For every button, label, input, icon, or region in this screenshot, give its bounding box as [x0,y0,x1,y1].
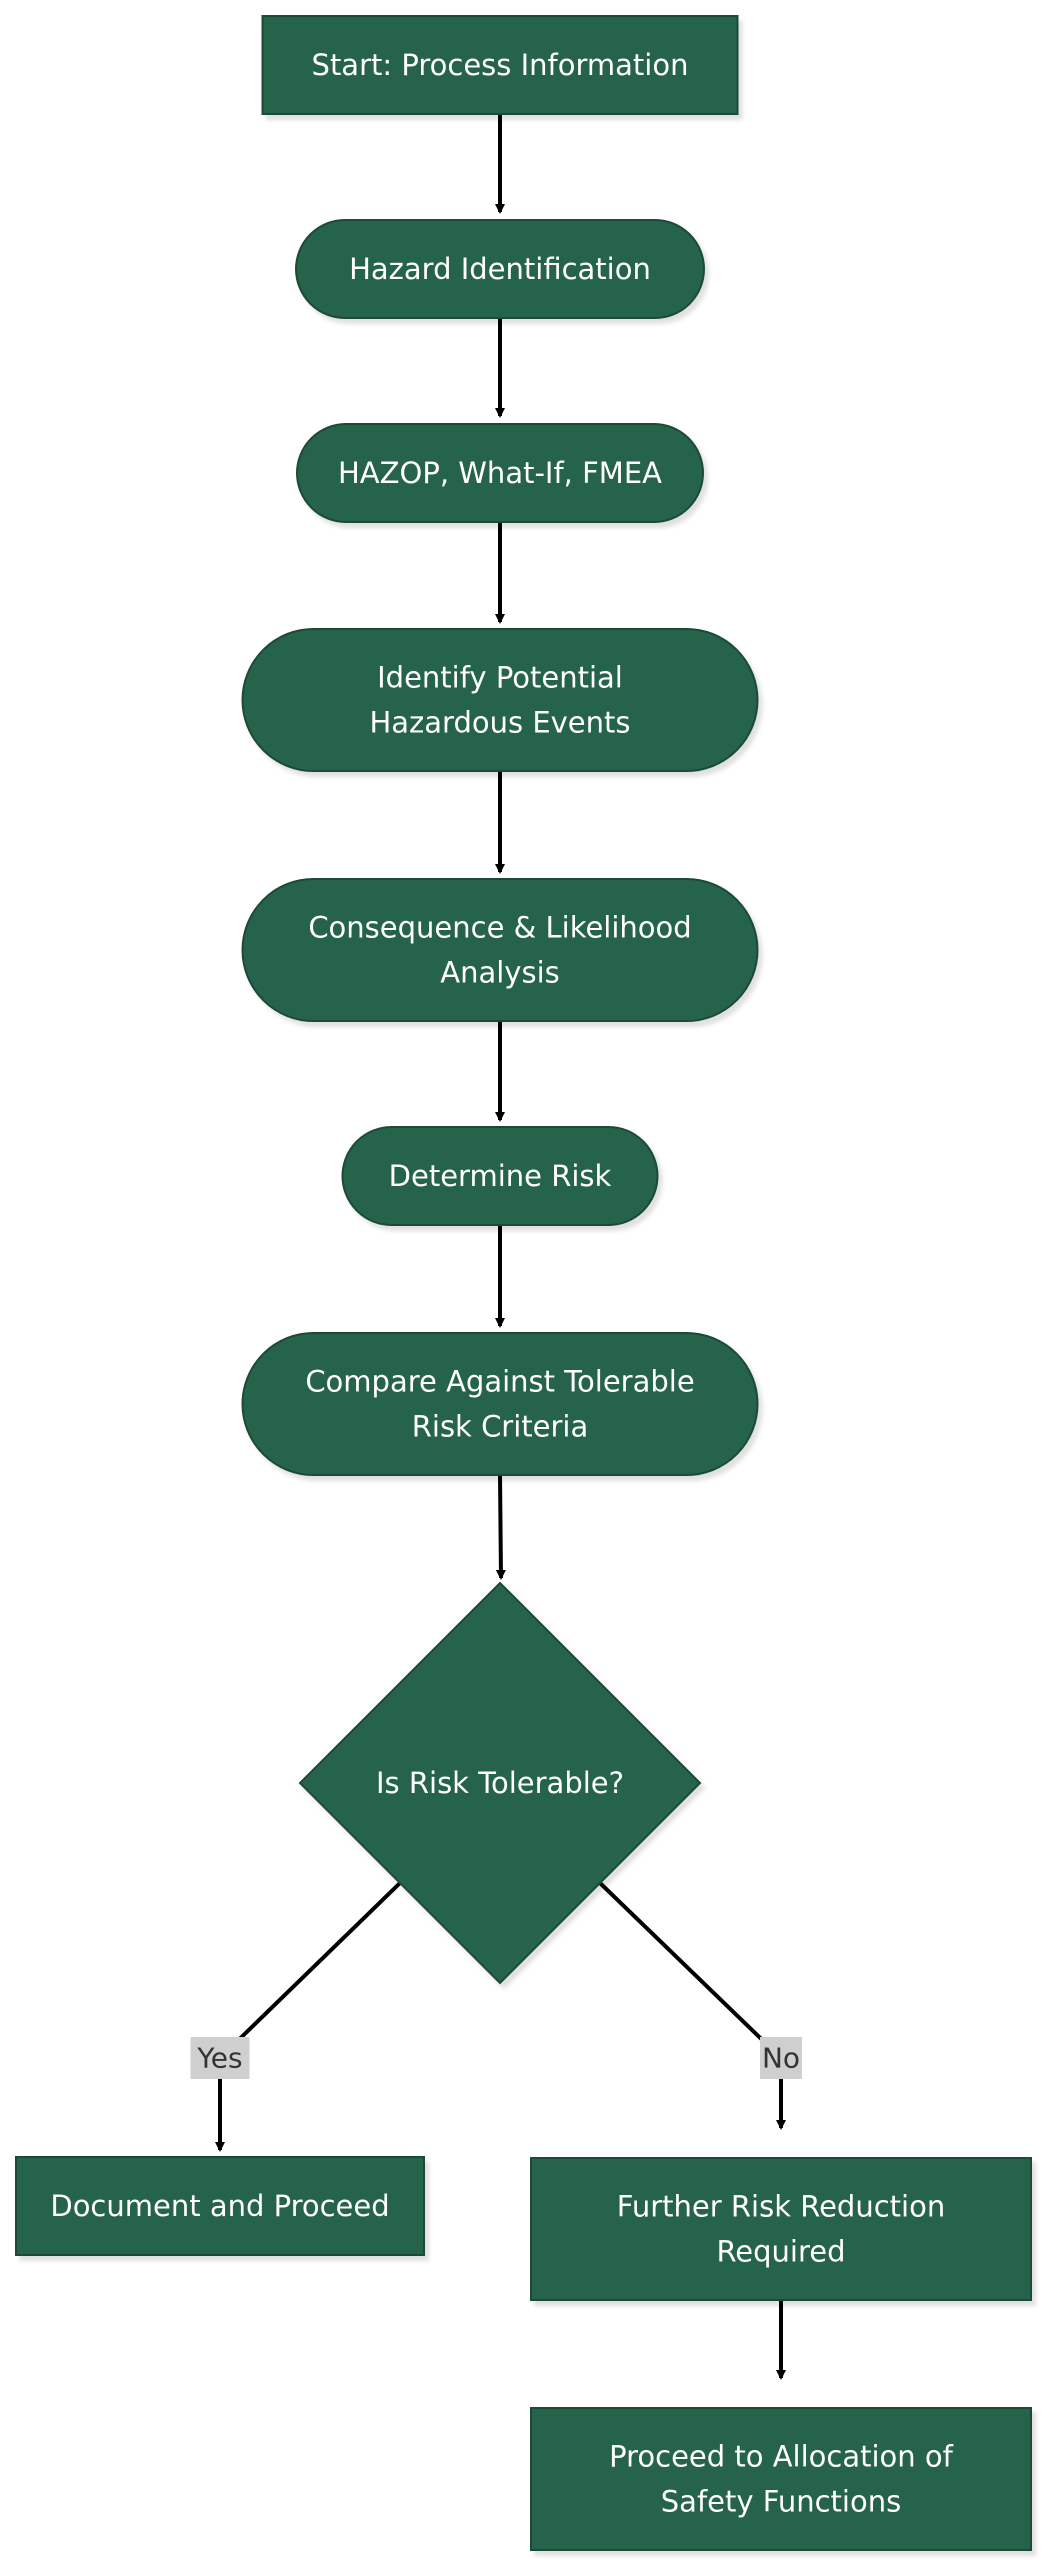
node-label-line: Consequence & Likelihood [308,911,691,945]
node-determine-risk: Determine Risk [341,1126,659,1226]
node-methods: HAZOP, What-If, FMEA [296,423,704,523]
edge-label-text: Yes [196,2042,242,2075]
node-label-line: Further Risk Reduction [617,2190,945,2224]
edge-label-no: No [760,2037,802,2079]
edge-label-text: No [762,2042,800,2075]
node-shape-rectangle [530,2407,1032,2551]
node-shape-rectangle [530,2157,1032,2301]
node-label-line: Document and Proceed [50,2189,389,2223]
node-shape-diamond [298,1581,702,1985]
node-shape-stadium [241,628,759,772]
node-hazard-identification: Hazard Identification [295,219,705,319]
node-label-line: Start: Process Information [312,48,689,82]
edge-labels: Yes No [190,2037,802,2079]
node-label-line: Proceed to Allocation of [609,2440,954,2474]
node-start: Start: Process Information [261,15,739,115]
arrow-decision-to-document [215,1881,402,2152]
node-label-line: HAZOP, What-If, FMEA [338,456,662,490]
node-label-line: Compare Against Tolerable [305,1365,694,1399]
node-label-line: Determine Risk [389,1159,612,1193]
node-decision: Is Risk Tolerable? [298,1581,702,1985]
node-document: Document and Proceed [15,2156,425,2256]
node-label-line: Is Risk Tolerable? [376,1766,624,1800]
node-shape-stadium [341,1126,659,1226]
node-shape-rectangle [261,15,739,115]
node-shape-stadium [296,423,704,523]
node-label-line: Safety Functions [661,2485,901,2519]
node-allocation: Proceed to Allocation of Safety Functions [530,2407,1032,2551]
node-label-line: Hazardous Events [369,706,630,740]
node-shape-rectangle [15,2156,425,2256]
node-label-line: Identify Potential [377,661,623,695]
edge-label-yes: Yes [190,2037,250,2079]
node-label-line: Required [716,2235,845,2269]
node-label-line: Risk Criteria [412,1410,589,1444]
node-shape-stadium [241,1332,759,1476]
node-label-line: Analysis [440,956,559,990]
node-label-line: Hazard Identification [349,252,651,286]
edge-label-background [190,2037,250,2079]
arrow-compare-to-decision [495,1474,506,1580]
node-shape-stadium [241,878,759,1022]
node-shape-stadium [295,219,705,319]
edge-label-background [760,2037,802,2079]
arrow-decision-to-reduction [598,1881,786,2130]
